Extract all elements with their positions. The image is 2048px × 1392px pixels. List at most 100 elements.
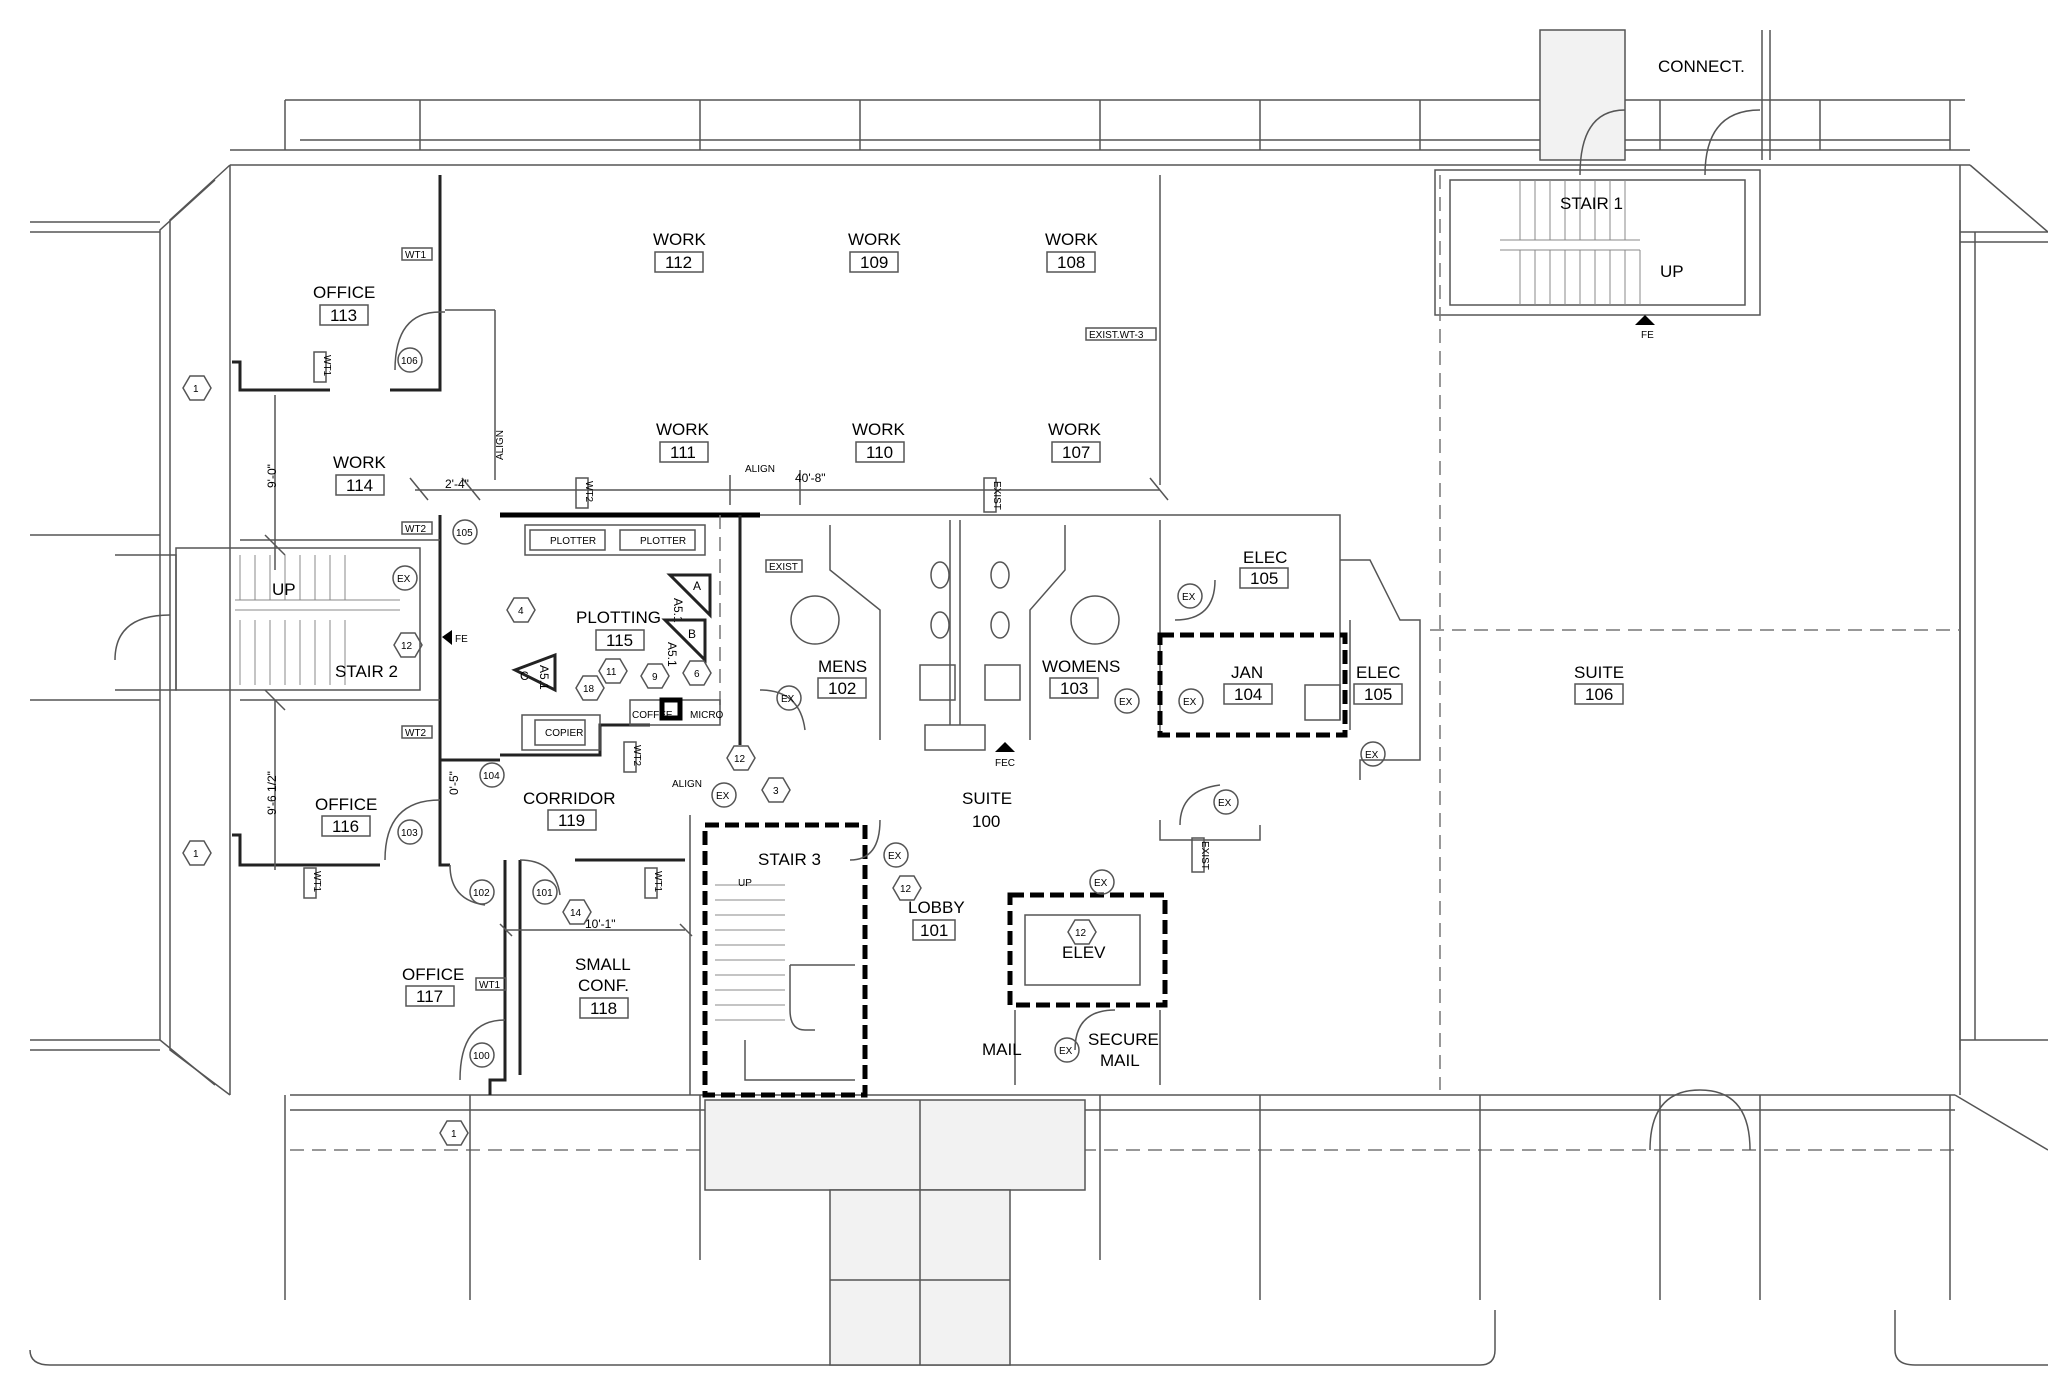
section-b-letter: B	[688, 627, 696, 641]
keynote-1a: 1	[193, 384, 199, 395]
exit-sign-4: EX	[1182, 592, 1196, 603]
room-105a-number: 105	[1250, 569, 1278, 588]
stair-2: UP STAIR 2	[235, 555, 400, 685]
exit-sign-1: EX	[397, 574, 411, 585]
wt2-tag-3: WT2	[405, 728, 427, 739]
suite-100: SUITE 100	[962, 789, 1012, 831]
wt2-tag-4: WT2	[631, 745, 642, 767]
room-114: WORK 114	[333, 453, 387, 496]
keynote-12b: 12	[734, 754, 746, 765]
exist-wt3-tag: EXIST.WT-3	[1089, 330, 1144, 341]
keynote-1c: 1	[451, 1129, 457, 1140]
elevator: ELEV	[1062, 943, 1106, 962]
accessible-icon-womens	[1070, 595, 1120, 645]
room-105-elec-2: ELEC 105	[1353, 663, 1403, 705]
keynote-11: 11	[606, 667, 617, 678]
exit-sign-6: EX	[1365, 750, 1379, 761]
room-103: WOMENS 103	[1042, 657, 1120, 699]
door-105: 105	[456, 528, 473, 539]
wt1-tag-1: WT1	[405, 250, 427, 261]
room-114-name: WORK	[333, 453, 387, 472]
room-118-name: SMALL	[575, 955, 631, 974]
section-c-sheet: A5.1	[537, 665, 551, 690]
keynote-tags: 1 1 1 4 12 11 9 6 18 12 3 14 12 12	[182, 375, 1097, 1146]
equipment: PLOTTER PLOTTER COPIER COFFEE MICRO FEC …	[442, 524, 1341, 769]
exit-signs: EX EX EX EX EX EX EX EX EX EX EX	[392, 565, 1386, 1063]
stair-1-name: STAIR 1	[1560, 194, 1623, 213]
room-101: LOBBY 101	[908, 898, 965, 941]
connector: CONNECT.	[1539, 29, 1771, 176]
room-102-name: MENS	[818, 657, 867, 676]
room-110-name: WORK	[852, 420, 906, 439]
wall-type-tags: WT1 WT1 WT2 WT2 WT2 WT2 WT1 WT1 WT1 EXIS…	[303, 247, 1210, 991]
room-105-elec: ELEC 105	[1239, 548, 1289, 589]
dim-0-5: 0'-5"	[447, 771, 461, 795]
dim-9-0: 9'-0"	[265, 464, 279, 488]
wt2-tag-1: WT2	[405, 524, 427, 535]
room-105b-number: 105	[1364, 685, 1392, 704]
stair-2-name: STAIR 2	[335, 662, 398, 681]
plotter-label-1: PLOTTER	[550, 536, 596, 547]
room-112-number: 112	[665, 253, 692, 272]
exit-sign-8: EX	[716, 791, 730, 802]
keynote-12d: 12	[1075, 928, 1087, 939]
fec-tag: FEC	[995, 758, 1015, 769]
fec-icon	[995, 742, 1015, 752]
fe-tag-2: FE	[455, 634, 468, 645]
room-117-name: OFFICE	[402, 965, 464, 984]
room-113-number: 113	[330, 306, 357, 325]
room-109: WORK 109	[848, 230, 902, 273]
room-119-name: CORRIDOR	[523, 789, 616, 808]
room-113-name: OFFICE	[313, 283, 375, 302]
fire-extinguisher-icon-2	[442, 630, 452, 645]
stair-1-up: UP	[1660, 262, 1684, 281]
door-101: 101	[536, 888, 553, 899]
wt1-tag-3: WT1	[311, 871, 322, 893]
room-104-name: JAN	[1231, 663, 1263, 682]
room-118-number: 118	[590, 999, 617, 1018]
door-103: 103	[401, 828, 418, 839]
room-115-name: PLOTTING	[576, 608, 661, 627]
section-a-sheet: A5.1	[671, 598, 685, 623]
dim-40-8: 40'-8"	[795, 471, 826, 485]
room-110: WORK 110	[852, 420, 906, 463]
keynote-3: 3	[773, 786, 779, 797]
stair-2-up: UP	[272, 580, 296, 599]
fe-tag-1: FE	[1641, 330, 1654, 341]
door-tags: 106 105 104 103 102 101 100	[397, 347, 558, 1068]
secure-mail-name-2: MAIL	[1100, 1051, 1140, 1070]
plotter-label-2: PLOTTER	[640, 536, 686, 547]
room-108-number: 108	[1057, 253, 1085, 272]
keynote-14: 14	[570, 908, 582, 919]
room-105a-name: ELEC	[1243, 548, 1287, 567]
room-105b-name: ELEC	[1356, 663, 1400, 682]
exit-sign-2: EX	[781, 694, 795, 705]
keynote-1b: 1	[193, 849, 199, 860]
section-b-sheet: A5.1	[665, 642, 679, 667]
room-116: OFFICE 116	[315, 795, 377, 837]
suite-100-name: SUITE	[962, 789, 1012, 808]
room-102-number: 102	[828, 679, 856, 698]
partitions	[114, 175, 1960, 1366]
copier-label: COPIER	[545, 728, 583, 739]
room-106-number: 106	[1585, 685, 1613, 704]
stair-3-name: STAIR 3	[758, 850, 821, 869]
room-102: MENS 102	[817, 657, 867, 699]
room-109-number: 109	[860, 253, 888, 272]
room-117: OFFICE 117	[402, 965, 464, 1007]
stair-3-up: UP	[738, 878, 752, 889]
keynote-4: 4	[518, 606, 524, 617]
room-116-number: 116	[332, 817, 359, 836]
room-103-number: 103	[1060, 679, 1088, 698]
room-104-number: 104	[1234, 685, 1262, 704]
room-107: WORK 107	[1048, 420, 1102, 463]
exit-sign-5: EX	[1183, 697, 1197, 708]
door-102: 102	[473, 888, 490, 899]
door-106: 106	[401, 356, 418, 367]
exist-tag-3: EXIST	[1199, 841, 1210, 870]
room-115-number: 115	[606, 631, 633, 650]
connect-label: CONNECT.	[1658, 57, 1745, 76]
accessible-icon-mens	[790, 595, 840, 645]
exit-sign-3: EX	[1119, 697, 1133, 708]
